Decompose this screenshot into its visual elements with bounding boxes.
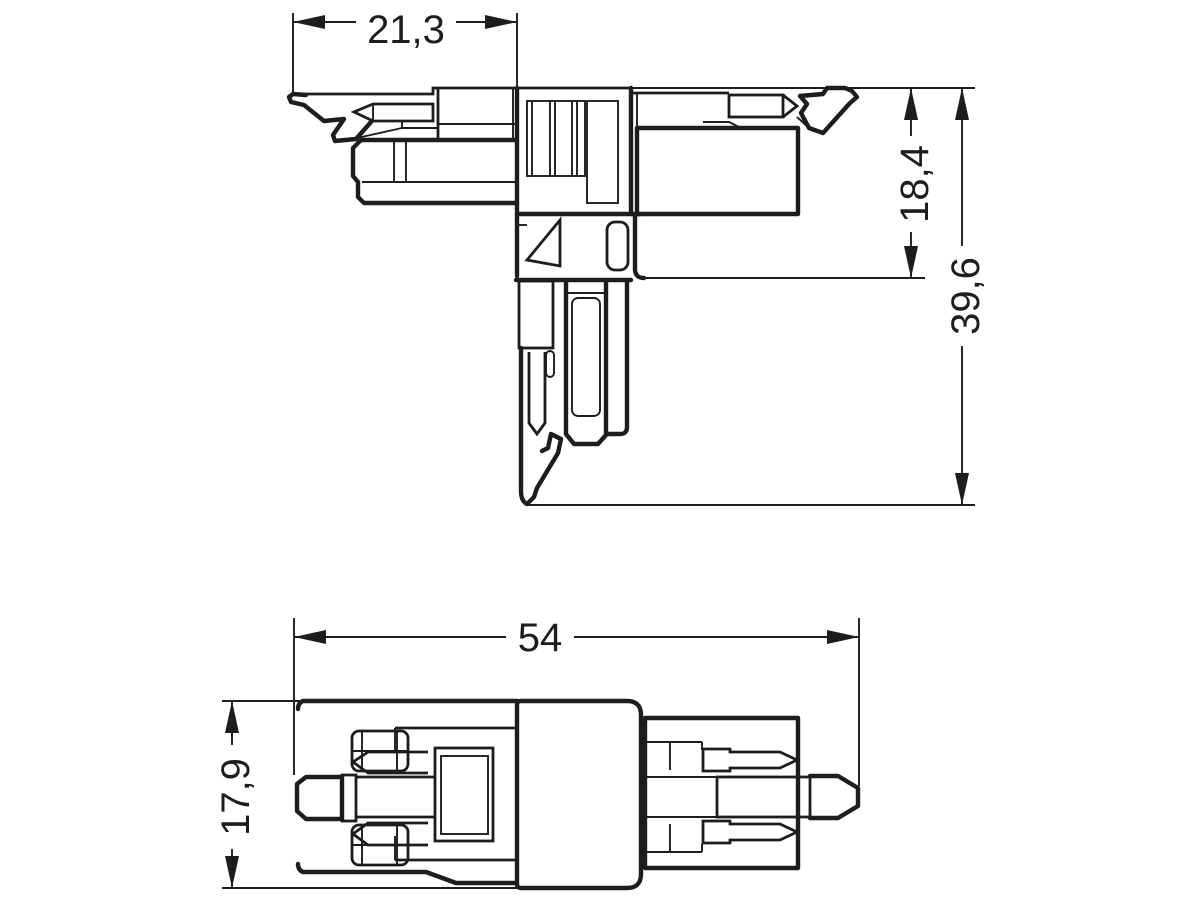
arrow-right-icon: [827, 630, 859, 644]
dimension-18-4: 18,4: [644, 88, 937, 279]
grille-slats: [531, 101, 578, 176]
stem-upper-right-edge: [632, 212, 647, 281]
extension-lines: [293, 618, 860, 786]
left-beak-top: [350, 750, 428, 775]
stem-funnel: [524, 216, 562, 268]
arrow-left-icon: [294, 630, 326, 644]
arrow-down-icon: [955, 473, 969, 505]
stem-latch-leg: [518, 345, 564, 507]
arrow-up-icon: [955, 88, 969, 120]
stem-slot: [605, 220, 630, 272]
arrow-up-icon: [904, 88, 918, 120]
left-window-inner: [440, 755, 489, 835]
stem-plug-outline: [563, 278, 609, 447]
left-body-bottom-edge: [300, 869, 520, 886]
dim-label-height-total: 17,9: [214, 758, 258, 836]
arrow-down-icon: [904, 246, 918, 278]
left-pin-contact: [350, 102, 435, 123]
dimension-17-9: 17,9: [214, 700, 517, 889]
dimension-39-6: 39,6: [528, 88, 988, 506]
stem-plug-cavity: [571, 297, 601, 417]
right-pin-tip: [782, 93, 800, 119]
left-latch-ear: [286, 91, 374, 144]
center-block: [514, 698, 644, 891]
strain-relief-grille: [526, 100, 586, 177]
stem-right-wall: [604, 278, 630, 437]
dim-label-width-total: 54: [518, 616, 563, 660]
top-edge: [293, 86, 631, 96]
extension-lines: [222, 700, 517, 889]
left-plug-collar: [340, 773, 358, 823]
center-cavity: [586, 100, 619, 204]
stem-latch-leg-inner: [527, 352, 547, 437]
arrow-down-icon: [225, 856, 239, 888]
dimension-54: 54: [293, 616, 860, 786]
left-body-top-curl: [295, 698, 306, 712]
arrow-left-icon: [293, 15, 325, 29]
right-body-inner-lines: [645, 741, 717, 853]
arrow-up-icon: [225, 701, 239, 733]
side-view-drawing: [294, 698, 861, 891]
left-housing-inner-lines: [362, 140, 517, 183]
left-window-outer: [433, 746, 495, 843]
right-body-outline: [642, 715, 801, 871]
left-beak-bottom: [350, 821, 428, 847]
left-pin-support-lines: [356, 121, 438, 139]
right-housing-outline: [634, 125, 801, 217]
dim-label-height-total: 39,6: [944, 257, 988, 335]
extension-lines: [292, 13, 518, 93]
right-plug-tip: [807, 773, 861, 821]
left-body-steps: [395, 726, 517, 862]
right-pin-body: [727, 93, 785, 119]
dimension-21-3: 21,3: [292, 8, 518, 93]
arrow-right-icon: [485, 15, 517, 29]
dim-label-width-left: 21,3: [367, 8, 445, 52]
left-housing-outline: [350, 137, 520, 206]
right-ear-inner-line: [796, 116, 809, 128]
stem-latch-nub: [545, 350, 555, 378]
t-view-drawing: [286, 85, 975, 507]
left-plug-tip: [294, 774, 345, 822]
left-body-bottom-curl: [295, 861, 306, 875]
left-plug-channel: [356, 775, 435, 819]
left-collar-inner-lines: [438, 88, 517, 140]
right-latch-ear: [797, 85, 860, 136]
dim-label-height-upper: 18,4: [893, 145, 937, 223]
stem-sleeve: [517, 279, 555, 350]
right-pin-lower: [701, 819, 801, 845]
right-pin-upper: [701, 747, 801, 773]
